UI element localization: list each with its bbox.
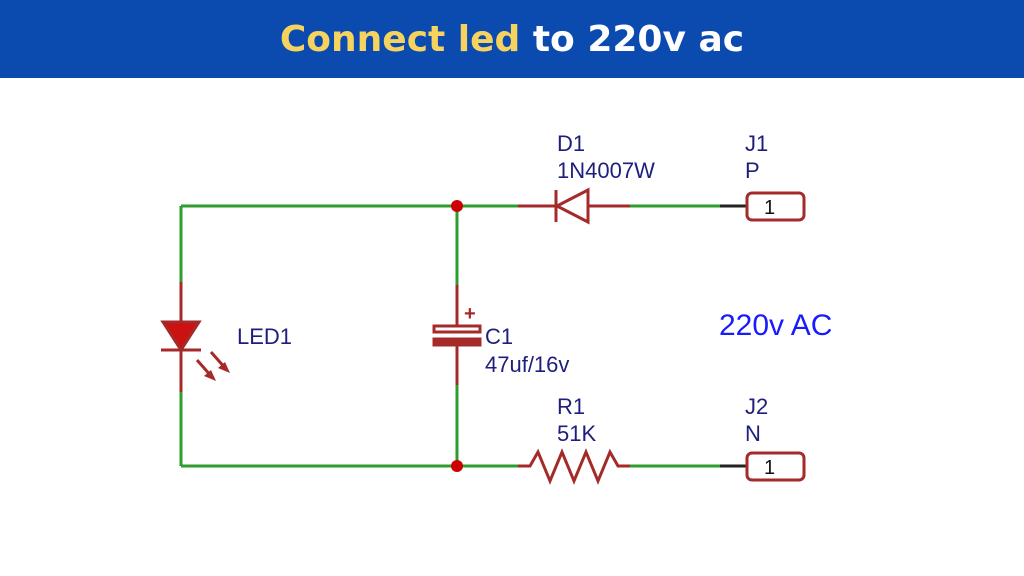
j1-ref-label: J1 bbox=[745, 131, 768, 156]
supply-voltage-label: 220v AC bbox=[719, 309, 832, 342]
j1-pin-number: 1 bbox=[764, 197, 775, 219]
led-ref-label: LED1 bbox=[237, 324, 292, 349]
wires bbox=[179, 204, 720, 468]
resistor-ref-label: R1 bbox=[557, 394, 585, 419]
diode-ref-label: D1 bbox=[557, 131, 585, 156]
connector-j1: 1 bbox=[720, 191, 806, 222]
title-rest: to 220v ac bbox=[520, 18, 745, 60]
junction-bottom bbox=[451, 460, 463, 472]
capacitor-value-label: 47uf/16v bbox=[485, 352, 569, 377]
capacitor-symbol bbox=[432, 285, 482, 385]
page-title: Connect led to 220v ac bbox=[280, 19, 744, 60]
capacitor-ref-label: C1 bbox=[485, 324, 513, 349]
capacitor-polarity: + bbox=[464, 303, 476, 325]
j2-pin-number: 1 bbox=[764, 457, 775, 479]
resistor-value-label: 51K bbox=[557, 421, 596, 446]
j1-name-label: P bbox=[745, 158, 760, 183]
title-bar: Connect led to 220v ac bbox=[0, 0, 1024, 78]
junction-top bbox=[451, 200, 463, 212]
resistor-symbol bbox=[518, 448, 630, 485]
connector-j2: 1 bbox=[720, 451, 806, 482]
led-symbol bbox=[160, 282, 230, 392]
diode-symbol bbox=[518, 187, 630, 225]
j2-ref-label: J2 bbox=[745, 394, 768, 419]
title-highlight: Connect led bbox=[279, 18, 521, 60]
diode-value-label: 1N4007W bbox=[557, 158, 655, 183]
j2-name-label: N bbox=[745, 421, 761, 446]
